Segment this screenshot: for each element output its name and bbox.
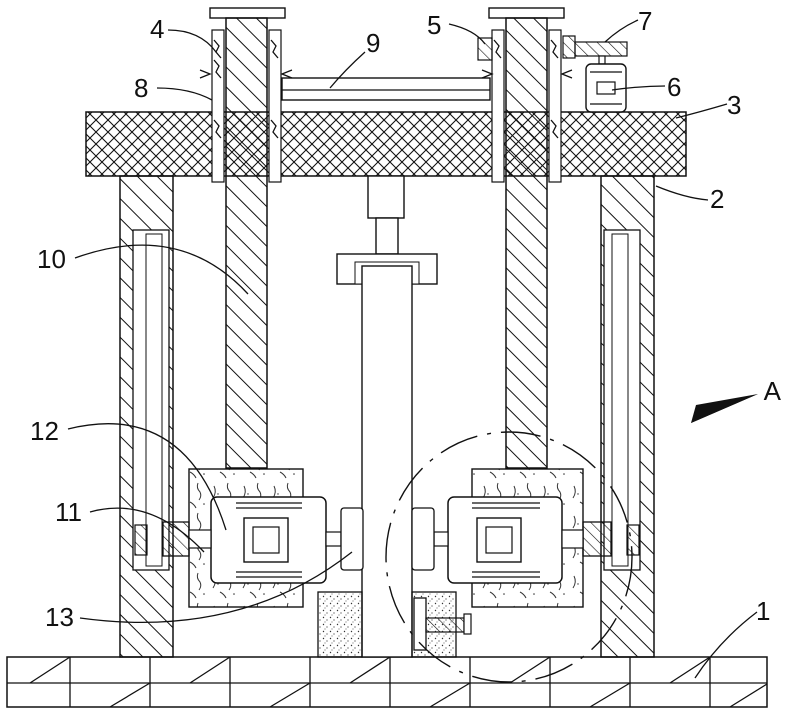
label-7: 7 [638, 6, 652, 36]
view-arrow-icon [691, 394, 758, 423]
top-plate [86, 112, 686, 176]
crossbar [282, 78, 490, 100]
label-11: 11 [55, 497, 82, 527]
base-plate [7, 657, 767, 707]
right-column [601, 176, 654, 657]
label-8: 8 [134, 73, 148, 103]
label-6: 6 [667, 72, 681, 102]
label-2: 2 [710, 184, 724, 214]
center-post [337, 176, 437, 657]
left-motor-housing [189, 469, 363, 607]
right-screw [482, 8, 572, 468]
label-4: 4 [150, 14, 164, 44]
top-motor [586, 64, 626, 112]
label-10: 10 [37, 244, 66, 274]
label-9: 9 [366, 28, 380, 58]
label-a: A [764, 376, 782, 406]
left-column [120, 176, 173, 657]
label-3: 3 [727, 90, 741, 120]
left-screw [200, 8, 292, 468]
label-5: 5 [427, 10, 441, 40]
label-1: 1 [756, 596, 770, 626]
label-13: 13 [45, 602, 74, 632]
right-motor-housing [412, 469, 583, 607]
label-12: 12 [30, 416, 59, 446]
